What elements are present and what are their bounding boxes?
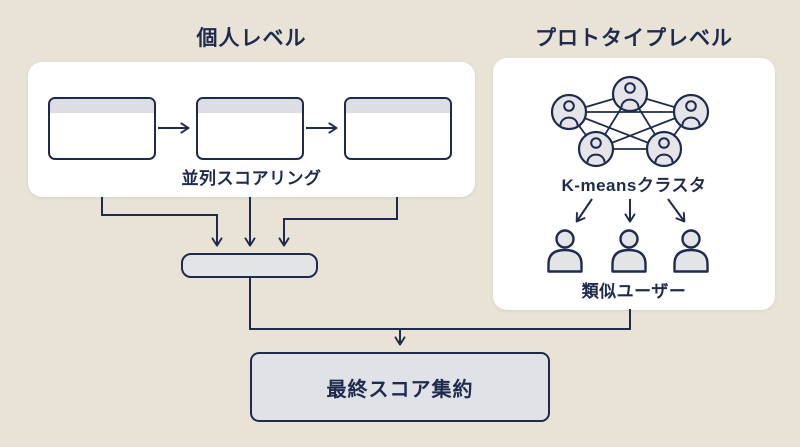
final-aggregation-box: 最終スコア集約 [250,352,550,422]
final-aggregation-label: 最終スコア集約 [326,378,474,401]
parallel-scoring-label: 並列スコアリング [181,169,322,188]
kmeans-cluster-label: K-meansクラスタ [561,176,707,195]
individual-level-panel: 並列スコアリング [28,62,475,197]
card-header-bar [198,99,302,113]
pipeline-card-1 [48,97,156,160]
similar-user-icon [673,229,709,273]
kmeans-cluster-icon [550,75,710,168]
prototype-level-title: プロトタイプレベル [535,27,733,50]
card-header-bar [346,99,450,113]
user-node-icon [550,75,710,168]
card-header-bar [50,99,154,113]
pipeline-card-3 [344,97,452,160]
aggregator-pill [181,253,318,278]
individual-level-title: 個人レベル [196,27,307,50]
pipeline-card-2 [196,97,304,160]
similar-user-icon [547,229,583,273]
similar-user-icon [611,229,647,273]
similar-users-label: 類似ユーザー [581,282,687,301]
